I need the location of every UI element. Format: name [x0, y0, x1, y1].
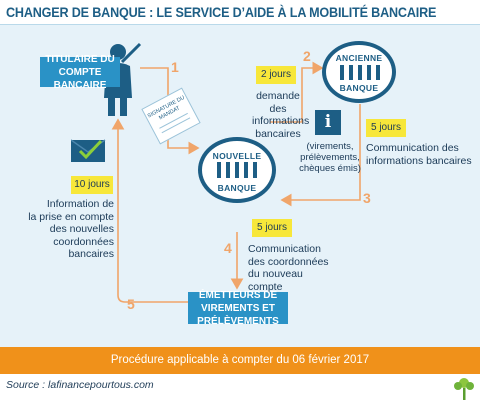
page-title: CHANGER DE BANQUE : LE SERVICE D’AIDE À …	[6, 4, 437, 20]
source-credit: Source : lafinancepourtous.com	[6, 379, 154, 391]
details-line-2: prélèvements,	[300, 152, 360, 163]
tree-logo-icon	[454, 378, 474, 400]
nouvelle-banque-label-top: NOUVELLE	[212, 151, 262, 161]
communication-coordonnees-text: Communication des coordonnées du nouveau…	[248, 243, 338, 293]
communication-info-text: Communication des informations bancaires	[366, 142, 472, 167]
communication-info-line-2: informations bancaires	[366, 154, 472, 167]
details-line-3: chèques émis)	[299, 163, 361, 174]
titulaire-label: TITULAIRE DU COMPTE BANCAIRE	[40, 54, 120, 91]
step-number-1: 1	[171, 59, 179, 75]
ancienne-banque-label-bottom: BANQUE	[339, 83, 379, 93]
info-icon: i	[315, 110, 341, 135]
communication-coordonnees-line-2: des coordonnées	[248, 255, 329, 268]
step-number-3: 3	[363, 190, 371, 206]
communication-coordonnees-line-3: du nouveau compte	[248, 268, 303, 293]
nouvelle-banque-icon	[198, 137, 276, 203]
emetteurs-label: ÉMETTEURS DE VIREMENTS ET PRÉLÈVEMENTS	[188, 290, 288, 327]
demande-line-1: demande des	[256, 90, 300, 115]
arrow-step-3	[280, 104, 361, 207]
envelope-checkmark-icon	[71, 139, 106, 162]
arrow-step-2	[270, 61, 324, 123]
information-line-3: des nouvelles	[49, 223, 114, 235]
duration-badge-step-5: 10 jours	[71, 176, 113, 194]
ancienne-banque-icon	[322, 41, 396, 103]
demande-line-3: bancaires	[255, 127, 301, 140]
duration-badge-step-3: 5 jours	[366, 119, 406, 137]
information-text: Information de la prise en compte des no…	[10, 198, 114, 261]
step-number-2: 2	[303, 48, 311, 64]
information-line-4: coordonnées bancaires	[53, 235, 114, 261]
step-number-5: 5	[127, 296, 135, 312]
demande-line-2: informations	[252, 115, 310, 127]
communication-info-line-1: Communication des	[366, 142, 459, 154]
duration-badge-step-2: 2 jours	[256, 66, 296, 84]
details-text: (virements, prélèvements, chèques émis)	[296, 141, 364, 174]
nouvelle-banque-label-bottom: BANQUE	[217, 183, 257, 193]
footer-banner: Procédure applicable à compter du 06 fév…	[0, 347, 480, 374]
information-line-2: la prise en compte	[28, 210, 114, 223]
step-number-4: 4	[224, 240, 232, 256]
duration-badge-step-4: 5 jours	[252, 219, 292, 237]
ancienne-banque-label-top: ANCIENNE	[335, 53, 383, 63]
arrow-step-5	[111, 118, 188, 303]
demande-text: demande des informations bancaires	[252, 90, 310, 140]
communication-coordonnees-line-1: Communication	[248, 243, 321, 255]
title-divider	[0, 24, 480, 25]
information-line-1: Information de	[46, 198, 114, 210]
details-line-1: (virements,	[306, 141, 354, 152]
